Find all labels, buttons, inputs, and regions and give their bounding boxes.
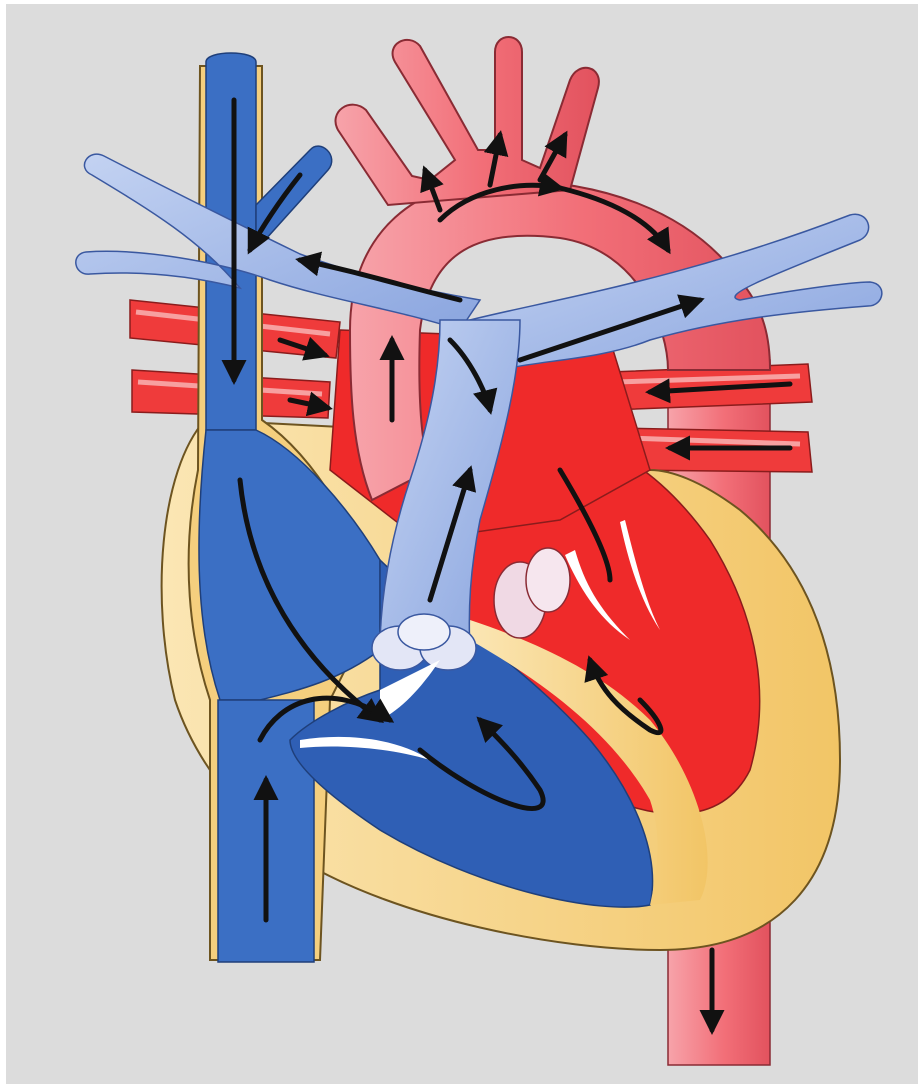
heart-diagram [0,0,921,1089]
heart-diagram-stage [0,0,921,1089]
